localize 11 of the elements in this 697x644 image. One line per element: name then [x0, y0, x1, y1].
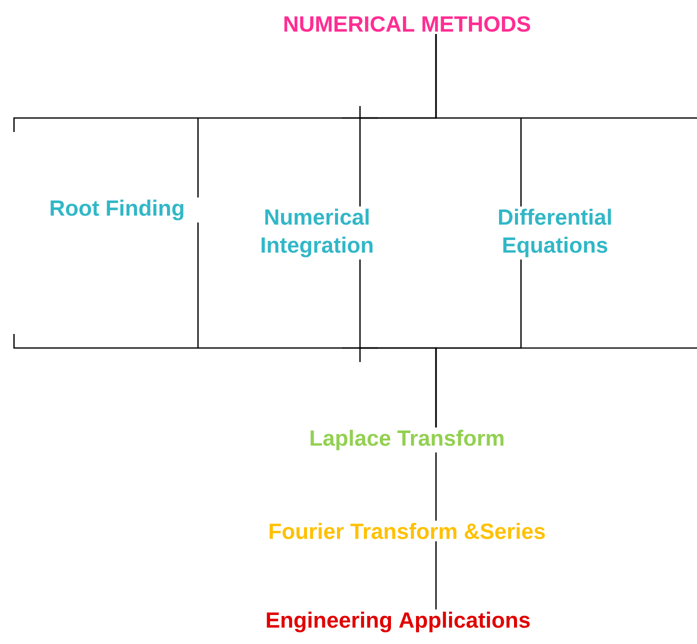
topic-label: Laplace Transform: [310, 430, 504, 450]
topic-label: Root Finding: [50, 200, 184, 220]
topic-label: Numerical Integration: [262, 208, 372, 258]
connector-line: [435, 259, 522, 428]
connector-line: [435, 452, 437, 521]
connector-line: [435, 541, 437, 610]
topic-label: Fourier Transform &Series: [270, 522, 545, 540]
topic-label: Engineering Applications: [266, 612, 530, 632]
connector-line: [435, 34, 522, 207]
topic-label: Differential Equations: [499, 208, 611, 258]
topic-label: NUMERICAL METHODS: [284, 16, 530, 32]
